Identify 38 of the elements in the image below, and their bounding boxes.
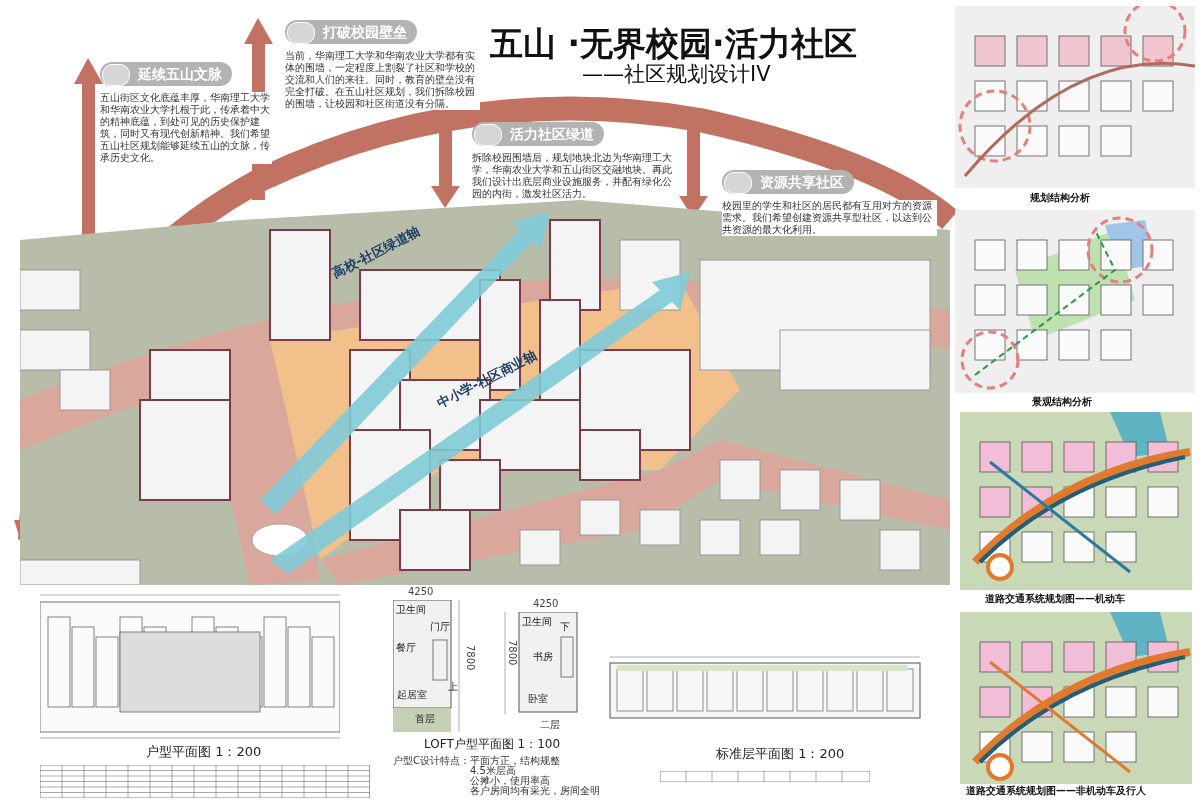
caption: 道路交通系统规划图——非机动车及行人 bbox=[966, 786, 1146, 796]
note: 各户房间均有采光，房间全明 bbox=[470, 786, 600, 796]
room-label: 卫生间 bbox=[396, 605, 426, 615]
paragraph: 五山街区文化底蕴丰厚，华南理工大学和华南农业大学扎根于此，传承着中大的精神底蕴，到处可见的历史保护建筑，同时又有现代创新精神。我们希望五山社区规划能够延续五山的文脉，传承历史文化。 bbox=[100, 92, 272, 164]
room-label: 卧室 bbox=[528, 694, 548, 704]
note: 户型C设计特点： bbox=[393, 756, 470, 766]
caption: 规划结构分析 bbox=[1030, 193, 1090, 203]
room-label: 卫生间 bbox=[522, 617, 552, 627]
caption: 户型平面图 1：200 bbox=[146, 745, 262, 758]
room-label: 上 bbox=[448, 682, 458, 692]
heading-pill: 资源共享社区 bbox=[722, 170, 854, 194]
room-label: 下 bbox=[560, 622, 570, 632]
axis-label: 中小学-社区商业轴 bbox=[435, 348, 539, 410]
heading-pill: 打破校园壁垒 bbox=[285, 20, 417, 44]
dimension-label: 7800 bbox=[507, 640, 517, 666]
subtitle: ——社区规划设计IV bbox=[582, 64, 771, 85]
room-label: 餐厅 bbox=[396, 643, 416, 653]
heading-pill: 延续五山文脉 bbox=[100, 62, 232, 86]
dimension-label: 7800 bbox=[465, 645, 475, 671]
axis-label: 高校-社区绿道轴 bbox=[330, 224, 422, 280]
room-label: 书房 bbox=[533, 652, 553, 662]
caption: LOFT户型平面图 1：100 bbox=[424, 738, 561, 750]
dimension-label: 4250 bbox=[408, 587, 434, 597]
paragraph: 当前，华南理工大学和华南农业大学都有实体的围墙，一定程度上割裂了社区和学校的交流和人们的来往。同时，教育的壁垒没有完全打破。在五山社区规划，我们拆除校园的围墙，让校园和社区街道没有分隔。 bbox=[285, 50, 480, 110]
caption: 标准层平面图 1：200 bbox=[716, 747, 845, 760]
dimension-label: 4250 bbox=[533, 599, 559, 609]
caption: 景观结构分析 bbox=[1032, 397, 1092, 407]
heading-pill: 活力社区绿道 bbox=[472, 122, 604, 146]
caption: 二层 bbox=[540, 720, 560, 730]
title: 五山 ·无界校园·活力社区 bbox=[490, 23, 857, 63]
room-label: 起居室 bbox=[397, 690, 427, 700]
note: 公摊小，使用率高 bbox=[470, 776, 550, 786]
room-label: 门厅 bbox=[430, 622, 450, 632]
paragraph: 校园里的学生和社区的居民都有互用对方的资源需求。我们希望创建资源共享型社区，以达到公共资源的最大化利用。 bbox=[722, 200, 937, 236]
caption: 道路交通系统规划图——机动车 bbox=[985, 594, 1125, 604]
room-label: 首层 bbox=[415, 714, 435, 724]
note: 平面方正，结构规整 bbox=[470, 756, 560, 766]
note: 4.5米层高 bbox=[470, 766, 516, 776]
